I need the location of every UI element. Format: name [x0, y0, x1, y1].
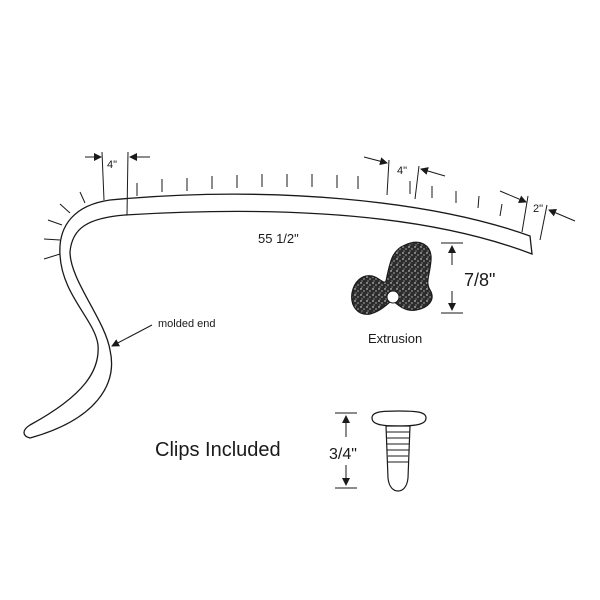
dim-clip-height	[335, 412, 357, 489]
extrusion-height-label: 7/8"	[464, 270, 495, 290]
molded-end-label: molded end	[158, 318, 216, 330]
tick-marks	[43, 174, 503, 260]
dim-left-4in-label: 4"	[107, 159, 117, 171]
extrusion-hole	[386, 290, 400, 304]
clips-included-label: Clips Included	[155, 439, 281, 461]
molded-end-leader	[111, 324, 153, 347]
clip-height-label: 3/4"	[329, 446, 357, 463]
dim-2in-label: 2"	[533, 203, 543, 215]
dim-right-4in-label: 4"	[397, 165, 407, 177]
dim-left-4in	[85, 151, 150, 216]
length-label: 55 1/2"	[258, 231, 299, 246]
dim-extrusion-height	[441, 242, 463, 314]
extrusion-profile	[351, 241, 433, 315]
clip-fastener	[371, 410, 427, 492]
extrusion-label: Extrusion	[368, 331, 422, 346]
dim-right-4in	[363, 156, 446, 200]
dim-2in	[499, 190, 576, 241]
molding-strip-outline	[23, 193, 533, 439]
